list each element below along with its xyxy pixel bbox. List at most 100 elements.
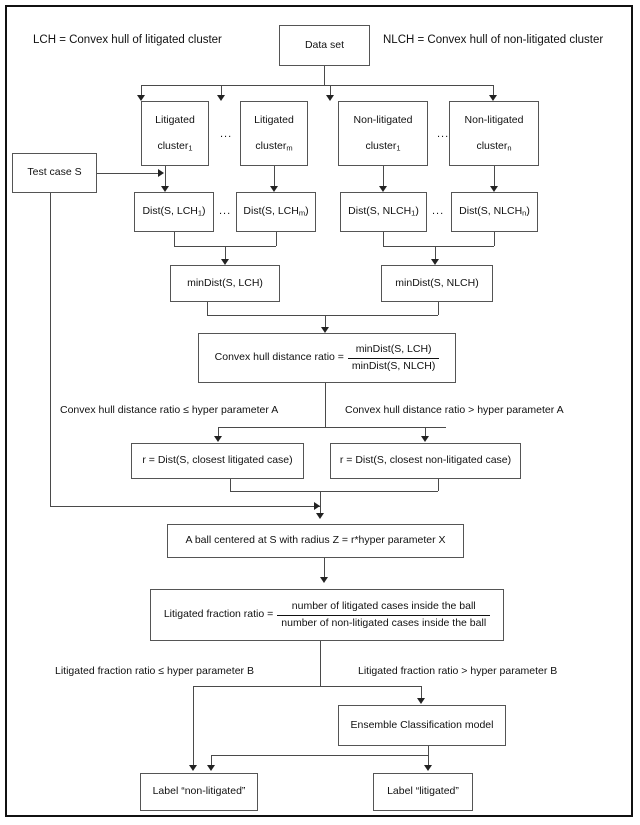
connector-merge-lch-down <box>225 246 226 263</box>
connector-nlcluster1-to-dist1 <box>383 166 384 190</box>
node-nonlitigated-cluster-n[interactable]: Non-litigated clustern <box>449 101 539 166</box>
node-dist-nlch-1[interactable]: Dist(S, NLCH1) <box>340 192 427 232</box>
connector-dataset-down <box>324 66 325 85</box>
connector-r-lit-down <box>230 479 231 491</box>
node-dist-nlch-1-label: Dist(S, NLCH <box>348 205 412 218</box>
arrowhead-cluster-lit-m <box>217 95 225 101</box>
node-r-nonlitigated[interactable]: r = Dist(S, closest non-litigated case) <box>330 443 521 479</box>
node-ball[interactable]: A ball centered at S with radius Z = r*h… <box>167 524 464 558</box>
arrowhead-label-litigated <box>424 765 432 771</box>
node-data-set[interactable]: Data set <box>279 25 370 66</box>
connector-dist1-down <box>174 232 175 246</box>
ellipsis-nonlitigated-clusters: ... <box>437 128 450 140</box>
node-litigated-fraction-ratio[interactable]: Litigated fraction ratio = number of lit… <box>150 589 504 641</box>
arrowhead-label-nonlitigated-from-branch <box>189 765 197 771</box>
node-litigated-cluster-1-line1: Litigated <box>155 114 195 127</box>
connector-bus-drop-1 <box>141 85 142 98</box>
node-convex-hull-ratio[interactable]: Convex hull distance ratio = minDist(S, … <box>198 333 456 383</box>
node-test-case-s[interactable]: Test case S <box>12 153 97 193</box>
connector-mindist-lch-down <box>207 302 208 315</box>
node-litigated-cluster-m-subscript: m <box>286 143 293 153</box>
node-nonlitigated-cluster-n-line1: Non-litigated <box>464 114 524 127</box>
legend-lch: LCH = Convex hull of litigated cluster <box>33 34 222 46</box>
node-test-case-s-label: Test case S <box>27 166 82 179</box>
node-ensemble-label: Ensemble Classification model <box>350 718 494 731</box>
node-litigated-cluster-m[interactable]: Litigated clusterm <box>240 101 308 166</box>
ellipsis-dist-nlch: ... <box>432 205 445 217</box>
branch-label-fraction-gt: Litigated fraction ratio > hyper paramet… <box>358 665 558 677</box>
node-dist-lch-1-subscript: 1 <box>197 209 203 219</box>
convex-ratio-fraction: minDist(S, LCH) minDist(S, NLCH) <box>347 343 440 372</box>
node-dist-lch-1-label: Dist(S, LCH <box>142 205 198 218</box>
connector-mindist-nlch-down <box>438 302 439 315</box>
node-dist-lch-m-close: ) <box>305 205 309 218</box>
node-nonlitigated-cluster-1[interactable]: Non-litigated cluster1 <box>338 101 428 166</box>
node-dist-lch-1[interactable]: Dist(S, LCH1) <box>134 192 214 232</box>
node-mindist-nlch-label: minDist(S, NLCH) <box>395 276 479 289</box>
connector-merge-ratio <box>207 315 438 316</box>
connector-nldist1-down <box>383 232 384 246</box>
connector-ball-down <box>324 558 325 581</box>
branch-label-fraction-le: Litigated fraction ratio ≤ hyper paramet… <box>55 665 254 677</box>
arrowhead-cluster-lit-1 <box>137 95 145 101</box>
connector-branch-b-bus <box>193 686 421 687</box>
connector-ensemble-to-lit <box>428 755 429 769</box>
legend-nlch: NLCH = Convex hull of non-litigated clus… <box>383 34 604 46</box>
connector-fraction-down <box>320 641 321 686</box>
node-litigated-cluster-m-line2: cluster <box>255 139 287 152</box>
node-nonlitigated-cluster-1-subscript: 1 <box>396 143 401 153</box>
connector-testcase-down <box>50 193 51 506</box>
node-litigated-cluster-m-line1: Litigated <box>254 114 294 127</box>
node-litigated-cluster-1-line2: cluster <box>157 139 189 152</box>
node-dist-nlch-1-subscript: 1 <box>411 209 416 219</box>
connector-branch-a-left-drop <box>218 427 219 438</box>
connector-branch-b-right-drop <box>421 686 422 700</box>
connector-merge-ball <box>230 491 438 492</box>
node-label-non-litigated[interactable]: Label “non-litigated” <box>140 773 258 811</box>
node-mindist-nlch[interactable]: minDist(S, NLCH) <box>381 265 493 302</box>
node-dist-lch-1-close: ) <box>202 205 206 218</box>
arrowhead-cluster-nonlit-n <box>489 95 497 101</box>
connector-nlclustern-to-distn <box>494 166 495 190</box>
fraction-ratio-label: Litigated fraction ratio = <box>163 608 274 621</box>
arrowhead-mindist-lch <box>221 259 229 265</box>
node-ball-label: A ball centered at S with radius Z = r*h… <box>185 534 446 547</box>
connector-ensemble-down <box>428 746 429 755</box>
connector-ensemble-bus <box>211 755 428 756</box>
arrowhead-r-nonlitigated <box>421 436 429 442</box>
connector-merge-ratio-down <box>325 315 326 331</box>
node-dist-nlch-n[interactable]: Dist(S, NLCHn) <box>451 192 538 232</box>
convex-ratio-numerator: minDist(S, LCH) <box>355 343 432 356</box>
node-dist-lch-m-label: Dist(S, LCH <box>243 205 299 218</box>
node-mindist-lch-label: minDist(S, LCH) <box>187 276 263 289</box>
connector-bus-drop-2 <box>221 85 222 98</box>
connector-nldistn-down <box>494 232 495 246</box>
branch-label-convex-gt: Convex hull distance ratio > hyper param… <box>345 404 564 416</box>
arrowhead-convex-ratio <box>321 327 329 333</box>
arrowhead-testcase-to-ball <box>314 502 320 510</box>
fraction-ratio-denominator: number of non-litigated cases inside the… <box>277 614 491 630</box>
connector-ensemble-to-nonlit <box>211 755 212 769</box>
node-nonlitigated-cluster-n-subscript: n <box>507 143 512 153</box>
node-label-litigated[interactable]: Label “litigated” <box>373 773 473 811</box>
arrowhead-dist-nlch-1 <box>379 186 387 192</box>
node-mindist-lch[interactable]: minDist(S, LCH) <box>170 265 280 302</box>
arrowhead-ensemble <box>417 698 425 704</box>
branch-label-convex-le: Convex hull distance ratio ≤ hyper param… <box>60 404 279 416</box>
connector-branch-a-bus <box>218 427 446 428</box>
connector-merge-nlch-down <box>435 246 436 263</box>
arrowhead-cluster-nonlit-1 <box>326 95 334 101</box>
node-dist-lch-m[interactable]: Dist(S, LCHm) <box>236 192 316 232</box>
node-litigated-cluster-1[interactable]: Litigated cluster1 <box>141 101 209 166</box>
arrowhead-dist-lch-1 <box>161 186 169 192</box>
node-label-litigated-text: Label “litigated” <box>387 785 459 798</box>
node-r-litigated[interactable]: r = Dist(S, closest litigated case) <box>131 443 304 479</box>
node-dist-nlch-1-close: ) <box>415 205 419 218</box>
connector-testcase-right <box>97 173 159 174</box>
node-data-set-label: Data set <box>304 38 345 51</box>
connector-merge-ball-down <box>320 491 321 517</box>
node-ensemble-classification-model[interactable]: Ensemble Classification model <box>338 705 506 746</box>
node-dist-nlch-n-close: ) <box>526 205 530 218</box>
fraction-ratio-fraction: number of litigated cases inside the bal… <box>277 600 491 630</box>
